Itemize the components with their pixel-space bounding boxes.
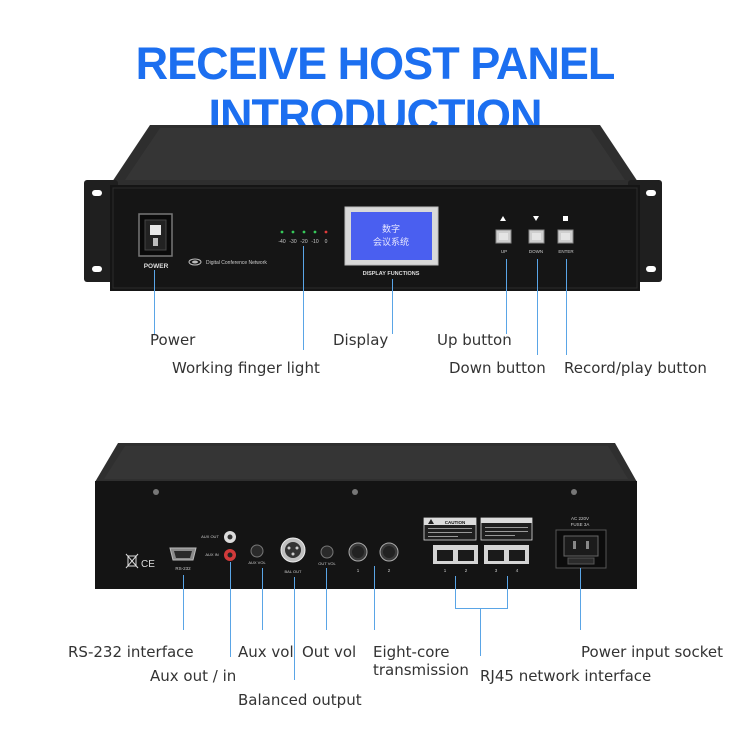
din-number-label: 1 [357,568,360,573]
callout-line-rj45-bar [455,608,508,609]
callout-balanced-output: Balanced output [238,691,362,709]
callout-line-out-vol [326,568,327,630]
callout-line-rj45-a [455,576,456,608]
rj45-number-label: 4 [516,568,519,573]
callout-line-balanced [294,577,295,680]
callout-line-rj45-stem [480,608,481,656]
callout-line-rs232 [183,575,184,630]
callout-rs232-interface: RS-232 interface [68,643,194,661]
rs232-port [169,547,197,561]
rj45-number-label: 1 [444,568,447,573]
lcd-text-line1: 数字 [382,223,400,235]
meter-label: -20 [300,239,307,245]
callout-line-working-light [303,246,304,350]
din-port-2 [379,542,399,562]
callout-line-power-socket [580,568,581,630]
aux-vol-knob [250,544,264,558]
front-panel-device: POWER Digital Conference Network -40 -30… [84,125,662,291]
display-caption: DISPLAY FUNCTIONS [363,271,420,277]
meter-led-icon [324,230,328,234]
callout-out-vol: Out vol [302,643,357,661]
aux-out-label: AUX OUT [201,534,219,539]
enter-button-label: ENTER [558,249,574,254]
meter-label: -30 [289,239,296,245]
callout-line-eight-core [374,566,375,630]
rj45-block-right [484,545,529,564]
din-number-label: 2 [388,568,391,573]
up-arrow-icon [500,216,506,221]
callout-aux-out-in: Aux out / in [150,667,237,685]
callout-line-aux-vol [262,568,263,630]
callout-line-up [506,259,507,334]
callout-record-play-button: Record/play button [564,359,707,377]
meter-led-icon [280,230,284,234]
callout-aux-vol: Aux vol [238,643,294,661]
up-button-label: UP [501,249,507,254]
brand-logo-icon [188,258,202,266]
bal-out-label: BAL OUT [285,569,303,574]
up-button[interactable] [495,229,512,244]
callout-line-down [537,259,538,355]
callout-rj45-network-interface: RJ45 network interface [480,667,652,685]
ce-mark: CE [141,559,155,570]
callout-line-display [392,279,393,334]
callout-line-aux [230,562,231,657]
callout-working-finger-light: Working finger light [172,359,320,377]
meter-led-icon [313,230,317,234]
meter-label: -40 [278,239,285,245]
rj45-block-left [433,545,478,564]
callout-eight-core-line2: transmission [373,661,469,679]
meter-label: 0 [325,239,328,245]
rear-face [95,481,637,589]
rs232-label: RS-232 [175,566,191,571]
caution-label: CAUTION [445,520,466,525]
aux-in-label: AUX IN [205,552,218,557]
lcd-display: 数字 会议系统 [344,206,439,266]
down-button-label: DOWN [529,249,543,254]
callout-power: Power [150,331,196,349]
meter-led-icon [302,230,306,234]
rj45-number-label: 2 [465,568,468,573]
stop-square-icon [563,216,568,221]
power-input-socket [555,529,607,569]
callout-line-rj45-b [507,576,508,608]
xlr-balanced-output [280,537,306,563]
down-arrow-icon [533,216,539,221]
power-label: POWER [144,263,169,270]
lcd-text-line2: 会议系统 [373,236,409,248]
callout-power-input-socket: Power input socket [581,643,723,661]
enter-button[interactable] [557,229,574,244]
caution-sticker: CAUTION [423,517,477,541]
callout-display: Display [333,331,389,349]
out-vol-knob [320,545,334,559]
din-port-1 [348,542,368,562]
brand-text: Digital Conference Network [206,260,267,266]
meter-label: -10 [311,239,318,245]
meter-led-icon [291,230,295,234]
callout-eight-core-line1: Eight-core [373,643,450,661]
aux-out-jack [224,531,236,543]
warning-sticker [480,517,533,541]
rj45-number-label: 3 [495,568,498,573]
weee-bin-icon [125,553,139,569]
aux-vol-label: AUX VOL [248,560,266,565]
level-meter: -40 -30 -20 -10 0 [278,230,328,245]
power-switch[interactable] [138,213,173,257]
power-rating-line1: AC 220V [571,516,589,521]
down-button[interactable] [528,229,545,244]
callout-line-power [154,270,155,334]
power-rating-line2: FUSE 3A [571,522,590,527]
callout-down-button: Down button [449,359,546,377]
rack-ear-left [84,180,118,282]
callout-line-record [566,259,567,355]
callout-up-button: Up button [437,331,512,349]
out-vol-label: OUT VOL [318,561,336,566]
aux-in-jack [224,549,236,561]
page-title: RECEIVE HOST PANEL INTRODUCTION [135,38,616,141]
